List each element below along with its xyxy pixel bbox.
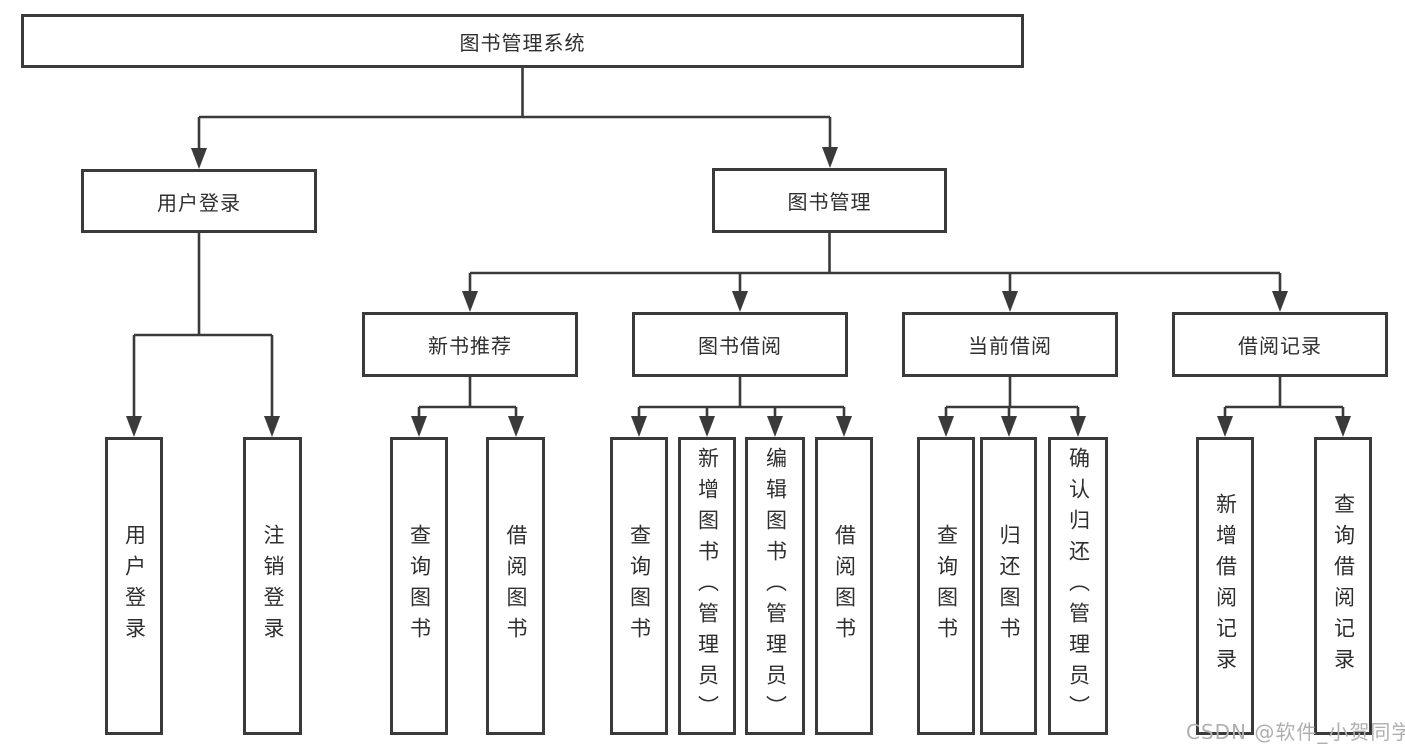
leaf-edit-book-admin: 编辑图书（管理员）	[745, 437, 805, 735]
node-root-label: 图书管理系统	[459, 30, 586, 55]
node-root: 图书管理系统	[21, 14, 1024, 68]
connector-bookborrow-to-leaves	[637, 377, 846, 433]
leaf-borrow-book-newrec: 借阅图书	[486, 437, 545, 735]
arrow-down-icon	[836, 416, 852, 437]
arrow-down-icon	[938, 416, 954, 437]
leaf-query-borrow-record: 查询借阅记录	[1314, 437, 1372, 735]
leaf-add-book-admin: 新增图书（管理员）	[678, 437, 736, 735]
node-borrow-record-label: 借阅记录	[1238, 334, 1322, 358]
leaf-add-borrow-record-label: 新增借阅记录	[1213, 493, 1238, 679]
arrow-down-icon	[411, 416, 427, 437]
node-book-borrow: 图书借阅	[632, 312, 848, 377]
node-user-login-label: 用户登录	[157, 190, 241, 215]
arrow-down-icon	[1070, 416, 1086, 437]
node-current-borrow: 当前借阅	[902, 312, 1118, 377]
arrow-down-icon	[699, 416, 715, 437]
node-borrow-record: 借阅记录	[1172, 312, 1388, 377]
leaf-query-book-newrec-label: 查询图书	[407, 524, 432, 648]
node-user-login: 用户登录	[81, 169, 317, 233]
arrow-down-icon	[822, 147, 838, 168]
arrow-down-icon	[732, 291, 748, 312]
connector-newbookrec-to-leaves	[417, 377, 518, 433]
arrow-down-icon	[1272, 291, 1288, 312]
node-book-management: 图书管理	[712, 168, 947, 233]
arrow-down-icon	[631, 416, 647, 437]
leaf-borrow-book-borrow: 借阅图书	[815, 437, 873, 735]
node-book-borrow-label: 图书借阅	[698, 334, 782, 358]
leaf-edit-book-admin-label: 编辑图书（管理员）	[763, 446, 788, 726]
leaf-logout-label: 注销登录	[261, 524, 285, 648]
leaf-user-login: 用户登录	[105, 437, 163, 735]
leaf-query-book-current: 查询图书	[917, 437, 975, 735]
node-book-management-label: 图书管理	[787, 190, 872, 214]
leaf-return-book: 归还图书	[980, 437, 1037, 735]
arrow-down-icon	[767, 416, 783, 437]
arrow-down-icon	[1002, 291, 1018, 312]
leaf-query-book-current-label: 查询图书	[934, 524, 959, 648]
leaf-confirm-return-admin: 确认归还（管理员）	[1048, 437, 1108, 735]
leaf-borrow-book-newrec-label: 借阅图书	[504, 524, 528, 648]
leaf-query-book-borrow: 查询图书	[610, 437, 668, 735]
leaf-user-login-label: 用户登录	[122, 524, 147, 648]
connector-currentborrow-to-leaves	[944, 377, 1080, 433]
connector-bookmgmt-to-level3	[468, 233, 1282, 308]
connector-root-to-level2	[197, 68, 832, 164]
leaf-query-borrow-record-label: 查询借阅记录	[1331, 493, 1356, 679]
leaf-add-book-admin-label: 新增图书（管理员）	[695, 446, 720, 726]
node-current-borrow-label: 当前借阅	[968, 334, 1052, 358]
leaf-add-borrow-record: 新增借阅记录	[1196, 437, 1254, 735]
leaf-query-book-newrec: 查询图书	[390, 437, 448, 735]
arrow-down-icon	[508, 416, 524, 437]
node-new-book-recommend-label: 新书推荐	[428, 334, 512, 358]
leaf-logout: 注销登录	[243, 437, 302, 735]
connector-userlogin-to-leaves	[132, 233, 274, 433]
arrow-down-icon	[264, 416, 280, 437]
arrow-down-icon	[1001, 416, 1017, 437]
leaf-confirm-return-admin-label: 确认归还（管理员）	[1066, 446, 1091, 726]
leaf-query-book-borrow-label: 查询图书	[627, 524, 652, 648]
watermark: CSDN @软件_小贺同学	[1186, 720, 1405, 744]
leaf-return-book-label: 归还图书	[997, 524, 1021, 648]
arrow-down-icon	[1217, 416, 1233, 437]
arrow-down-icon	[462, 291, 478, 312]
arrow-down-icon	[191, 148, 207, 169]
node-new-book-recommend: 新书推荐	[362, 312, 578, 377]
connector-borrowrecord-to-leaves	[1223, 377, 1345, 433]
arrow-down-icon	[126, 416, 142, 437]
arrow-down-icon	[1335, 416, 1351, 437]
leaf-borrow-book-borrow-label: 借阅图书	[832, 524, 857, 648]
